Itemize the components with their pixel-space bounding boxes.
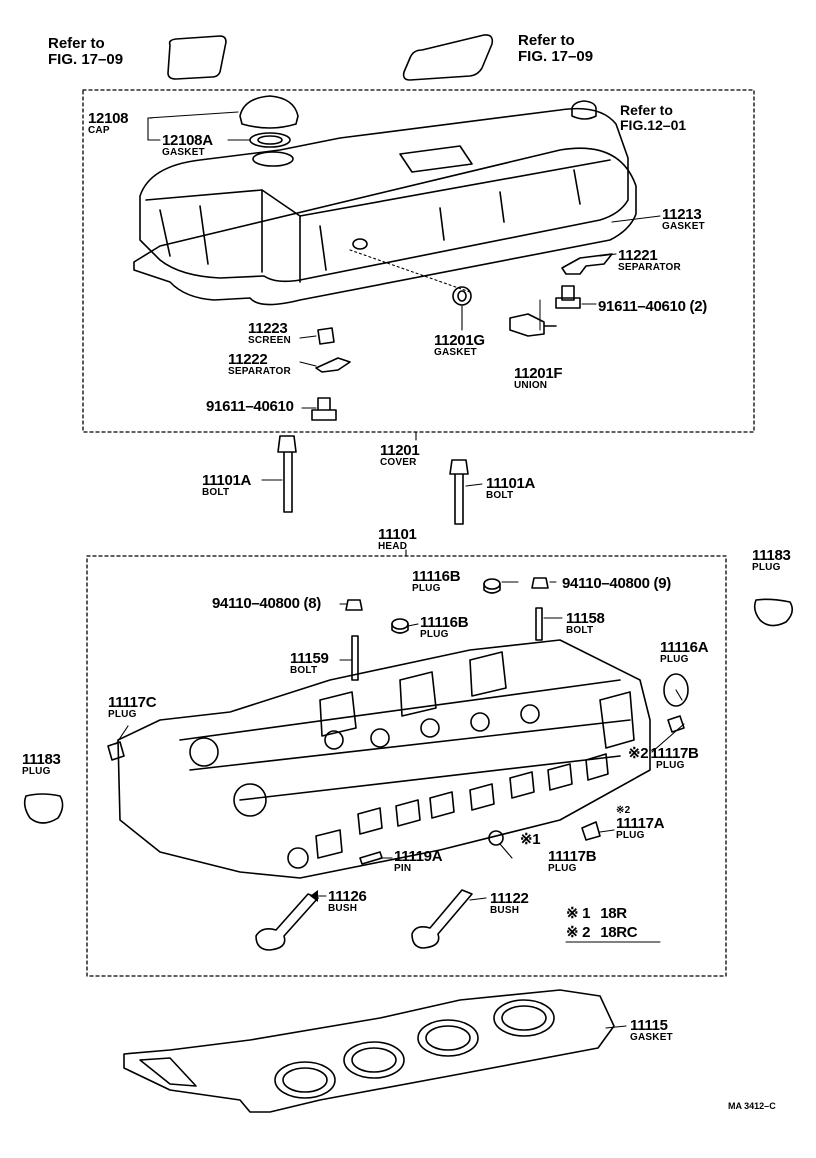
part-label-94110-8: 94110–40800 (8) — [212, 595, 321, 612]
bush-11122 — [411, 889, 473, 949]
union-11201f — [509, 313, 557, 337]
separator-11221 — [561, 253, 613, 275]
plug-11116b-top — [483, 578, 501, 590]
part-label-94110-9: 94110–40800 (9) — [562, 575, 671, 592]
plug-11116b — [391, 618, 409, 630]
ref-gasket-right — [402, 34, 494, 81]
cover-grommet — [571, 100, 597, 120]
ref-gasket-left — [167, 35, 227, 80]
drawing-code: MA 3412–C — [728, 1101, 776, 1111]
nut-94110-8 — [345, 599, 363, 611]
gasket-11201g — [452, 286, 472, 306]
bush-11126 — [255, 893, 319, 951]
plug-11117a — [581, 821, 601, 841]
stud-11158 — [535, 607, 543, 641]
part-label-11117a: ※2 11117A PLUG — [616, 805, 665, 841]
cover-group-box — [82, 89, 755, 433]
valve-cover-gasket — [133, 147, 637, 306]
oil-filler-cap — [239, 95, 299, 129]
valve-cover-body — [139, 107, 629, 283]
head-bolt-left — [277, 435, 297, 513]
plug-11116a — [663, 673, 689, 707]
separator-11222 — [315, 357, 351, 373]
cylinder-head-body — [117, 639, 651, 879]
plug-11183-right — [753, 598, 794, 627]
ref-label-cover: Refer to FIG.12–01 — [620, 102, 687, 133]
part-label-91611-2: 91611–40610 (2) — [598, 298, 707, 315]
plug-11183-left — [23, 793, 64, 824]
head-bolt-right — [449, 459, 469, 525]
head-gasket-11115 — [123, 989, 615, 1113]
ref-label-top-right: Refer to FIG. 17–09 — [518, 32, 594, 65]
plug-11117b — [488, 830, 504, 846]
nut-94110-9 — [531, 577, 549, 589]
stud-11159 — [351, 635, 359, 681]
part-label-91611: 91611–40610 — [206, 398, 294, 415]
screen-11223 — [317, 327, 335, 345]
part-label-11117b: ※1 — [520, 831, 541, 848]
plug-11117c — [107, 741, 125, 761]
plug-11117b-r — [667, 715, 685, 733]
ref-label-top-left: Refer to FIG. 17–09 — [48, 35, 124, 68]
